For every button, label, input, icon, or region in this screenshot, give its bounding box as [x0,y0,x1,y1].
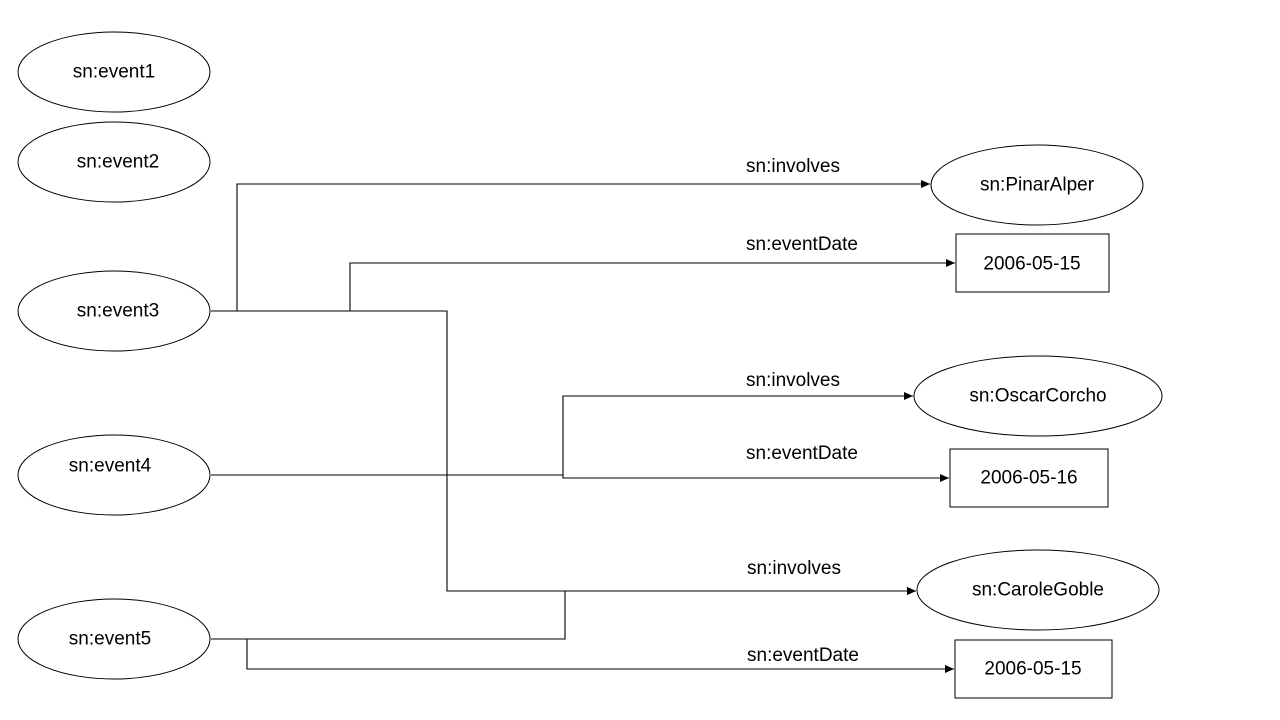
edge-label-event4-eventdate: sn:eventDate [746,443,858,464]
node-oscar-corcho-label: sn:OscarCorcho [969,386,1106,407]
node-pinar-alper-label: sn:PinarAlper [980,175,1095,196]
literal-date-event3: 2006-05-15 [955,233,1110,293]
node-event5-label: sn:event5 [69,629,151,650]
edge-label-event3-involves: sn:involves [746,156,840,177]
literal-date-event3-label: 2006-05-15 [983,254,1080,275]
edge-label-event5-eventdate: sn:eventDate [747,645,859,666]
edge-event5-eventdate [211,638,954,673]
node-oscar-corcho: sn:OscarCorcho [913,355,1163,437]
edge-event5-involves [211,587,916,640]
node-event1: sn:event1 [17,31,211,113]
node-carole-goble: sn:CaroleGoble [916,549,1160,631]
edge-label-event4-involves: sn:involves [746,370,840,391]
literal-date-event5-label: 2006-05-15 [984,659,1081,680]
node-carole-goble-label: sn:CaroleGoble [972,580,1104,601]
node-event3-label: sn:event3 [77,301,159,322]
node-event2: sn:event2 [17,121,211,203]
edge-event4-involves [211,392,913,476]
node-event2-label: sn:event2 [77,152,159,173]
edge-label-event5-involves: sn:involves [747,558,841,579]
node-pinar-alper: sn:PinarAlper [930,144,1144,226]
literal-date-event4-label: 2006-05-16 [980,468,1077,489]
literal-date-event4: 2006-05-16 [949,448,1109,508]
node-event4-label: sn:event4 [69,456,152,477]
edge-label-event3-eventdate: sn:eventDate [746,234,858,255]
node-event3: sn:event3 [17,270,211,352]
edges [211,180,955,673]
edge-labels: sn:involves sn:eventDate sn:involves sn:… [746,156,859,666]
literal-date-event5: 2006-05-15 [954,639,1113,699]
edge-event3-eventdate [211,259,955,312]
node-event5: sn:event5 [17,598,211,680]
node-event1-label: sn:event1 [73,62,155,83]
node-event4: sn:event4 [17,434,211,516]
edge-event4-eventdate [562,474,949,482]
